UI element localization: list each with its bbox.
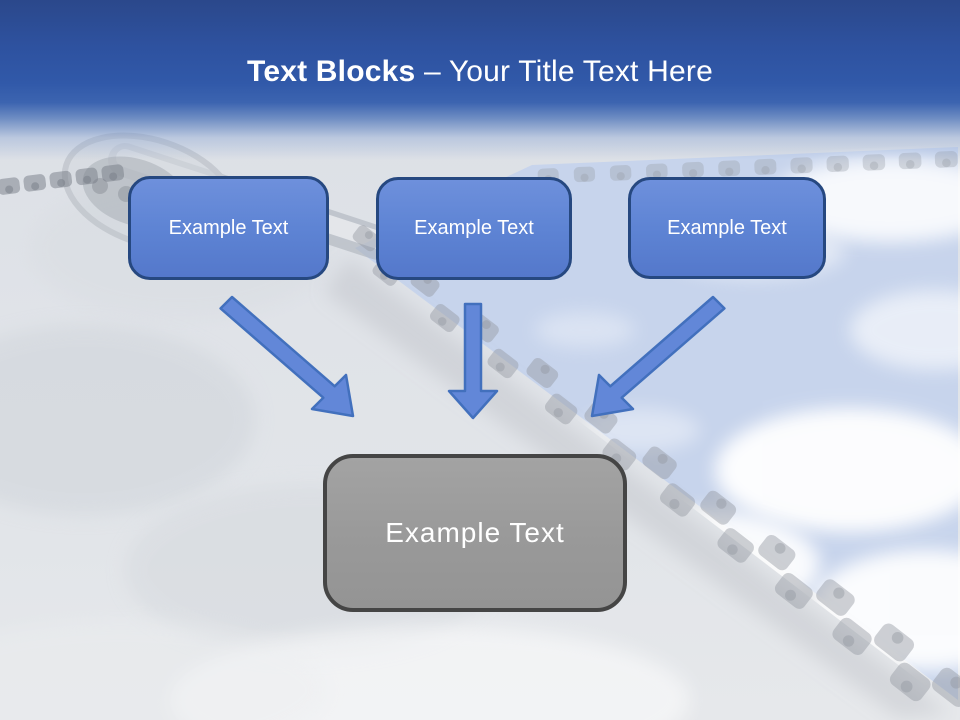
slide-title: Text Blocks – Your Title Text Here <box>0 52 960 92</box>
text-block-3-label: Example Text <box>667 216 787 239</box>
text-block-1: Example Text <box>128 176 329 280</box>
text-block-2: Example Text <box>376 177 572 280</box>
zipper-teeth-top-row <box>537 150 958 184</box>
arrow-block3-to-result <box>590 295 726 418</box>
result-block: Example Text <box>323 454 627 612</box>
title-bar: Text Blocks – Your Title Text Here <box>0 0 960 160</box>
sky-clouds <box>535 158 960 670</box>
zipper-teeth-diagonal-row <box>352 225 960 707</box>
arrow-block1-to-result <box>219 295 355 418</box>
text-block-3: Example Text <box>628 177 826 279</box>
title-regular-text: – Your Title Text Here <box>423 55 713 88</box>
text-block-1-label: Example Text <box>168 216 289 239</box>
arrow-block2-to-result <box>447 302 499 420</box>
title-bold-text: Text Blocks <box>247 55 416 88</box>
result-block-label: Example Text <box>385 517 565 548</box>
zipper-teeth-closed-row <box>0 164 125 195</box>
text-block-2-label: Example Text <box>414 217 534 239</box>
